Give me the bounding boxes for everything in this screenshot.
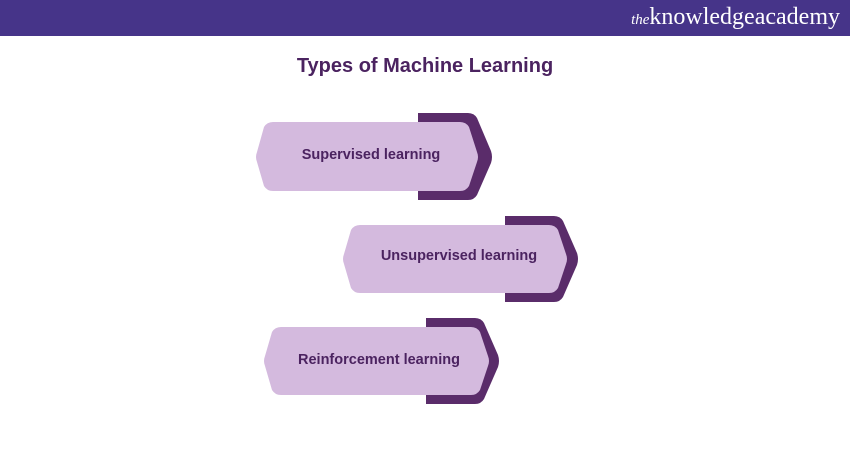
brand-logo: theknowledgeacademy [631,3,840,34]
type-label: Unsupervised learning [380,248,538,264]
type-label: Reinforcement learning [298,352,460,368]
type-label: Supervised learning [301,147,441,163]
page-title: Types of Machine Learning [296,55,554,77]
brand-name: knowledgeacademy [649,4,840,30]
header-bar: theknowledgeacademy [0,0,850,36]
brand-prefix: the [631,12,650,28]
